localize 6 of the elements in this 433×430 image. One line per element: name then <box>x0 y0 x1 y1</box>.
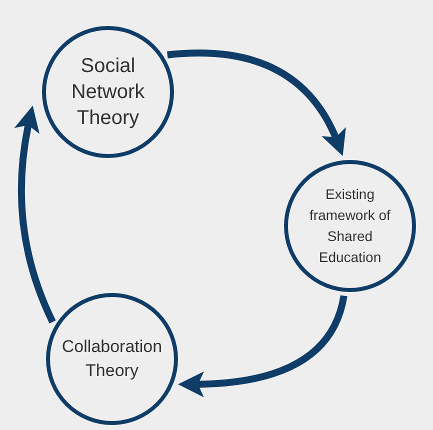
circle-label: Social Network Theory <box>70 54 146 131</box>
curved-arrow <box>167 50 346 156</box>
curved-arrow <box>14 106 56 324</box>
curved-arrow <box>178 294 348 398</box>
circle-label: Collaboration Theory <box>60 336 164 382</box>
circle-label: Existing framework of Shared Education <box>308 185 392 267</box>
